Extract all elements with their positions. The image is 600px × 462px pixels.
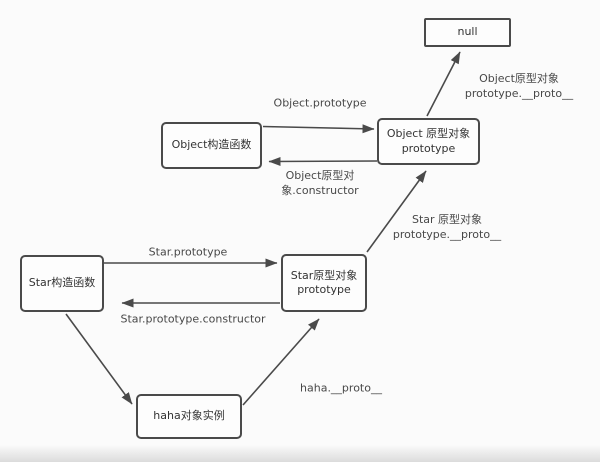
arrow-object-prototype [262, 124, 375, 134]
arrow-star-ctor-to-haha [65, 313, 133, 405]
arrow-object-proto-to-null [426, 51, 461, 117]
node-star-prototype: Star原型对象 prototype [281, 254, 367, 312]
node-null: null [424, 18, 511, 47]
arrow-haha-proto [242, 318, 320, 406]
edge-label-object-proto-constructor: Object原型对 象.constructor [281, 169, 359, 197]
node-object-constructor: Object构造函数 [161, 122, 262, 169]
arrow-object-proto-constructor [268, 156, 378, 166]
node-haha-instance: haha对象实例 [136, 394, 242, 439]
edge-label-star-proto-chain: Star 原型对象 prototype.__proto__ [392, 213, 502, 241]
node-star-constructor: Star构造函数 [20, 255, 104, 312]
edge-label-star-prototype: Star.prototype [148, 245, 228, 259]
node-object-prototype: Object 原型对象 prototype [377, 118, 480, 165]
edge-label-haha-proto: haha.__proto__ [300, 381, 382, 395]
edge-label-object-proto-chain: Object原型对象 prototype.__proto__ [464, 72, 574, 100]
edge-label-star-proto-constructor: Star.prototype.constructor [120, 312, 266, 326]
edge-label-object-prototype: Object.prototype [273, 96, 367, 110]
arrow-star-proto-to-object-proto [366, 170, 427, 253]
